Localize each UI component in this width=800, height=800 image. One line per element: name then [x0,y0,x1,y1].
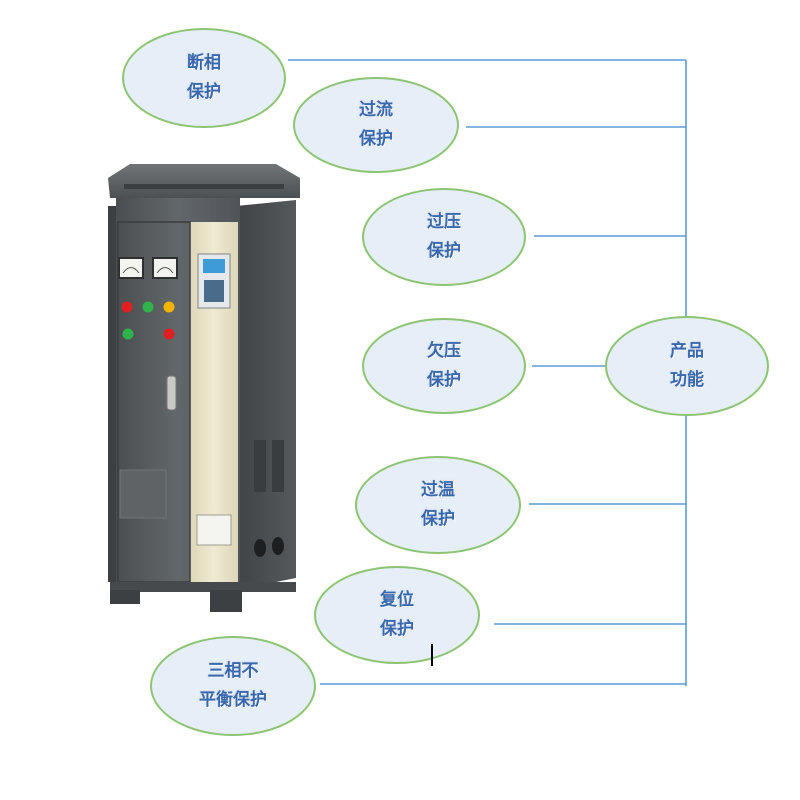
node-label: 保护 [187,82,221,102]
node-phase-loss-protection: 断相 保护 [122,28,286,128]
node-label: 保护 [359,129,393,149]
meter-right-needle [156,267,174,274]
cabinet-roof [108,164,300,198]
cable-entry-left [254,539,266,557]
node-label: 保护 [380,619,414,639]
indicator-green-top [142,301,154,313]
button-green [122,328,134,340]
node-label: 过温 [421,480,455,500]
cabinet-base [110,582,296,592]
meter-left-needle [122,267,140,274]
node-label: 断相 [187,53,221,73]
node-label: 过压 [427,212,461,232]
node-label: 三相不 [207,661,259,681]
node-label: 欠压 [427,341,461,361]
node-overvoltage-protection: 过压 保护 [362,188,526,286]
roof-vent-strip [124,184,284,189]
node-label: 保护 [421,509,455,529]
cabinet-left-side [108,206,118,582]
foot-right [210,590,242,612]
node-label: 保护 [427,370,461,390]
indicator-red-top [121,301,133,313]
button-red [163,328,175,340]
node-label: 功能 [670,370,704,390]
nameplate [196,514,232,546]
node-label: 平衡保护 [199,690,267,710]
node-undervoltage-protection: 欠压 保护 [362,318,526,414]
node-phase-imbalance-protection: 三相不 平衡保护 [150,636,316,736]
node-overcurrent-protection: 过流 保护 [293,77,459,173]
node-label: 过流 [359,100,393,120]
foot-left [110,590,140,604]
cable-entry-right [272,537,284,555]
node-reset-protection: 复位 保护 [314,566,480,664]
warning-label [119,469,167,519]
cabinet-side [236,200,296,590]
node-label: 产品 [670,341,704,361]
node-label: 复位 [380,590,414,610]
indicator-yellow-top [163,301,175,313]
node-product-functions: 产品 功能 [605,316,769,416]
side-vent-lower [272,440,284,492]
door-handle [166,375,177,411]
text-cursor-icon [431,644,433,666]
keypad-buttons [204,280,224,302]
node-overtemperature-protection: 过温 保护 [355,456,521,554]
side-vent-upper [254,440,266,492]
keypad-display [203,259,225,273]
node-label: 保护 [427,241,461,261]
